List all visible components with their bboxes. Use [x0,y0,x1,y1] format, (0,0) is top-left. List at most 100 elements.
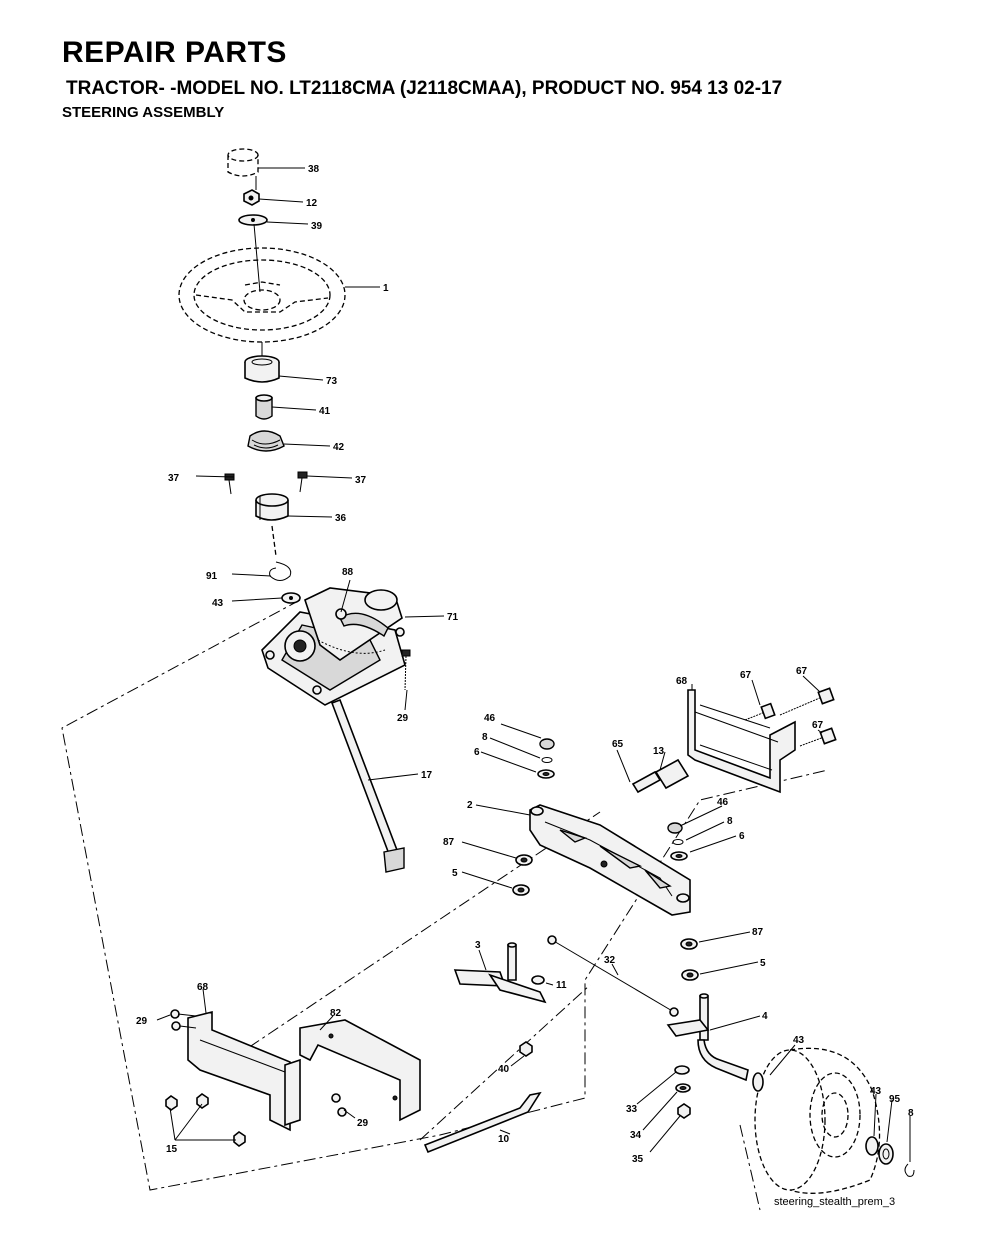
washer-43-wheel-inner [752,1072,764,1092]
model-line: TRACTOR- -MODEL NO. LT2118CMA (J2118CMAA… [66,78,783,99]
boot-42 [247,430,285,452]
callout-32: 32 [604,955,616,966]
callout-73: 73 [326,376,338,387]
steering-rod-10 [423,1091,542,1154]
page-title: REPAIR PARTS [62,36,287,69]
callout-37-left: 37 [168,473,180,484]
drawing-id: steering_stealth_prem_3 [774,1196,896,1208]
nuts-15 [165,1093,246,1147]
callout-3: 3 [475,940,481,951]
bolt-29-gearbox [401,649,411,691]
callout-2: 2 [467,800,473,811]
spacer-13-pin-65 [631,758,690,794]
callout-38: 38 [308,164,320,175]
callout-34: 34 [630,1130,642,1141]
callout-5-left: 5 [452,868,458,879]
washer-95 [878,1143,894,1165]
callout-37-right: 37 [355,475,367,486]
callout-71: 71 [447,612,459,623]
washer-43-wheel-outer [865,1136,879,1156]
callout-40: 40 [498,1064,510,1075]
washer-43-top [281,592,301,604]
bushing-87-right [680,938,698,950]
nut-35 [677,1103,691,1119]
callout-13: 13 [653,746,665,757]
bracket-82 [284,1019,421,1127]
cap-46-left [539,738,555,750]
drag-link-32 [547,935,679,1017]
callout-8-left: 8 [482,732,488,743]
callout-33: 33 [626,1104,638,1115]
callout-42: 42 [333,442,345,453]
adapter-73 [244,355,280,383]
callout-1: 1 [383,283,389,294]
callout-43-top: 43 [212,598,224,609]
washer-6-left [537,769,555,779]
callout-12: 12 [306,198,318,209]
callout-11: 11 [556,980,567,991]
leader-lines [156,167,911,1162]
clip-8-wheel [904,1163,915,1177]
callout-95: 95 [889,1094,901,1105]
section-title: STEERING ASSEMBLY [62,104,225,121]
front-axle-2 [529,804,691,916]
washer-39 [238,214,268,226]
callout-67-b: 67 [796,666,808,677]
nut-40 [519,1041,533,1057]
bolt-88 [335,608,347,620]
axle-bracket-68-top [687,689,796,794]
washer-33 [674,1065,690,1075]
callout-68-lower: 68 [197,982,209,993]
bracket-68-lower [187,1010,291,1132]
collar-36 [255,493,289,521]
callout-6-left: 6 [474,747,480,758]
callout-68-top: 68 [676,676,688,687]
front-wheel [754,1047,881,1194]
clip-8-left [541,757,553,763]
screw-37-right [297,471,308,493]
callout-65: 65 [612,739,624,750]
callout-43-outer: 43 [870,1086,882,1097]
callout-36: 36 [335,513,347,524]
callout-15: 15 [166,1144,178,1155]
callout-87-right: 87 [752,927,764,938]
callout-17: 17 [421,770,433,781]
callout-46-left: 46 [484,713,496,724]
callout-41: 41 [319,406,331,417]
callout-29-gearbox: 29 [397,713,409,724]
callout-6-right: 6 [739,831,745,842]
column-dash [271,525,277,557]
callout-46-right: 46 [717,797,729,808]
cap-46-right [667,822,683,834]
callout-91: 91 [206,571,218,582]
callout-67-c: 67 [812,720,824,731]
callout-4: 4 [762,1011,768,1022]
callout-10: 10 [498,1134,510,1145]
spindle-3 [453,942,547,1004]
callout-8-right: 8 [727,816,733,827]
steering-shaft-17 [330,698,405,873]
bushing-87-left [515,854,533,866]
callout-8-wheel: 8 [908,1108,914,1119]
column-axis [253,176,263,356]
steering-cap [227,148,259,177]
callout-35: 35 [632,1154,644,1165]
steering-wheel [178,247,346,343]
callout-88: 88 [342,567,354,578]
spindle-4 [666,993,749,1082]
washer-5-right [681,969,699,981]
clip-8-right [672,839,684,845]
washer-6-right [670,851,688,861]
callout-87-left: 87 [443,837,455,848]
callout-39: 39 [311,221,323,232]
nut-11 [531,975,545,985]
callout-67-a: 67 [740,670,752,681]
bolts-67 [744,687,837,747]
callout-29-lower-right: 29 [357,1118,369,1129]
washer-5-left [512,884,530,896]
clip-91 [269,561,292,581]
callout-29-lower-left: 29 [136,1016,148,1027]
bushing-41 [255,394,273,420]
phantom-outline-lower [229,811,761,1211]
nut-12 [243,189,260,206]
